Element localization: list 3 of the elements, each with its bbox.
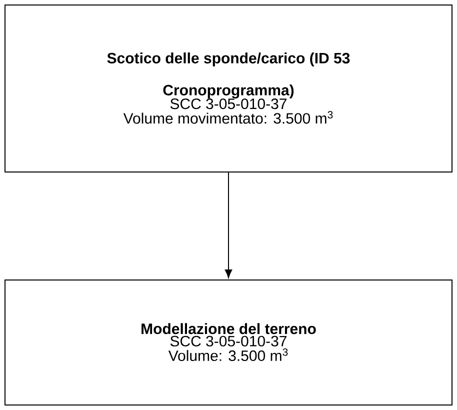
- process-box: Modellazione del terreno SCC 3-05-010-37 Volume: 3.500 m$^{3}$: [4, 280, 452, 406]
- arrow: [224, 172, 232, 278]
- process-box: Scotico delle sponde/carico (ID 53 Cronoprogramma) SCC 3-05-010-37 Volume movimentato: 3.500 m$^{3}$: [4, 4, 452, 172]
